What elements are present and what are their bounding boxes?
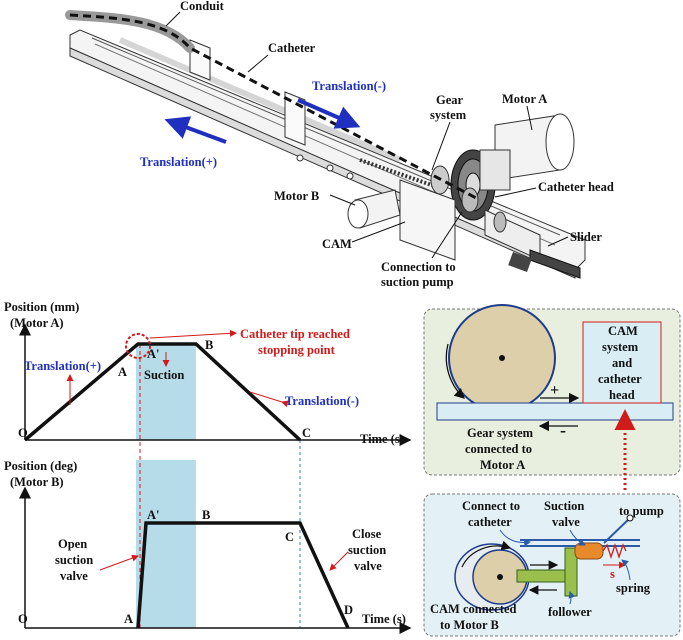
label-gear-line1: Gear (436, 93, 464, 107)
spring-label: spring (616, 581, 651, 595)
top-point-a-prime: A' (147, 347, 160, 361)
top-point-b: B (205, 338, 213, 352)
top-point-c: C (302, 426, 311, 440)
arrow-translation-pos (164, 116, 227, 144)
bottom-position-curve (136, 521, 350, 629)
label-translation-neg-device: Translation(-) (312, 79, 386, 93)
spring-icon (602, 542, 627, 560)
cam-head-box (582, 321, 662, 404)
top-position-curve (23, 342, 302, 442)
bottom-ylabel-line1: Position (deg) (4, 459, 77, 473)
label-motor-b: Motor B (274, 189, 319, 203)
top-suction-label: Suction (144, 368, 184, 382)
bottom-point-d: D (344, 603, 353, 617)
open-valve-line1: Open (58, 537, 87, 551)
label-translation-pos-device: Translation(+) (140, 155, 217, 169)
tip-reached-line1: Catheter tip reached (240, 327, 350, 341)
box-line3: and (612, 356, 632, 370)
bottom-xlabel: Time (s) (362, 612, 406, 626)
stop-point-circle (125, 333, 151, 359)
device-illustration (65, 10, 586, 279)
connect-line2: catheter (468, 515, 512, 529)
box-line1: CAM (608, 324, 638, 338)
gear-line1: Gear system (467, 426, 534, 440)
label-catheter: Catheter (268, 41, 316, 55)
close-valve-line3: valve (354, 559, 382, 573)
label-slider: Slider (570, 230, 602, 244)
suction-valve-line2: valve (552, 515, 580, 529)
tip-reached-line2: stopping point (258, 343, 336, 357)
top-ylabel-line1: Position (mm) (4, 300, 79, 314)
label-connection-line2: suction pump (381, 275, 454, 289)
top-point-a: A (118, 365, 127, 379)
bottom-point-o: O (18, 612, 28, 626)
rack-bar (436, 402, 674, 421)
bottom-point-c: C (285, 530, 294, 544)
minus-sign: - (560, 420, 566, 440)
open-valve-line2: suction (55, 553, 93, 567)
bottom-ylabel-line2: (Motor B) (10, 475, 64, 489)
label-conduit: Conduit (180, 0, 225, 13)
bottom-point-a-prime: A' (147, 508, 160, 522)
plus-sign: + (550, 382, 559, 399)
open-valve-line3: valve (60, 569, 88, 583)
label-gear-line2: system (430, 108, 467, 122)
label-connection-line1: Connection to (381, 260, 456, 274)
gear-line2: connected to (465, 442, 532, 456)
top-translation-neg: Translation(-) (285, 394, 359, 408)
connect-line1: Connect to (462, 499, 520, 513)
to-pump-label: to pump (619, 504, 664, 518)
bottom-point-b: B (202, 508, 210, 522)
top-point-o: O (18, 426, 28, 440)
suction-valve-line1: Suction (544, 499, 584, 513)
top-xlabel: Time (s) (360, 432, 404, 446)
box-line4: catheter (598, 372, 642, 386)
box-line2: system (602, 340, 639, 354)
label-cam: CAM (322, 237, 352, 251)
suction-valve (574, 542, 604, 560)
bottom-point-a: A (124, 612, 133, 626)
cam-connected-line1: CAM connected (430, 602, 516, 616)
top-translation-pos: Translation(+) (24, 359, 101, 373)
close-valve-line1: Close (352, 527, 382, 541)
follower-label: follower (548, 605, 592, 619)
gear-line3: Motor A (480, 458, 525, 472)
top-ylabel-line2: (Motor A) (10, 316, 64, 330)
label-motor-a: Motor A (502, 92, 547, 106)
label-catheter-head: Catheter head (538, 180, 614, 194)
arrow-translation-neg (297, 98, 361, 129)
follower-rod (516, 569, 573, 583)
close-valve-line2: suction (348, 543, 386, 557)
s-label: s (610, 567, 615, 581)
cam-connected-line2: to Motor B (440, 618, 499, 632)
box-line5: head (609, 388, 635, 402)
